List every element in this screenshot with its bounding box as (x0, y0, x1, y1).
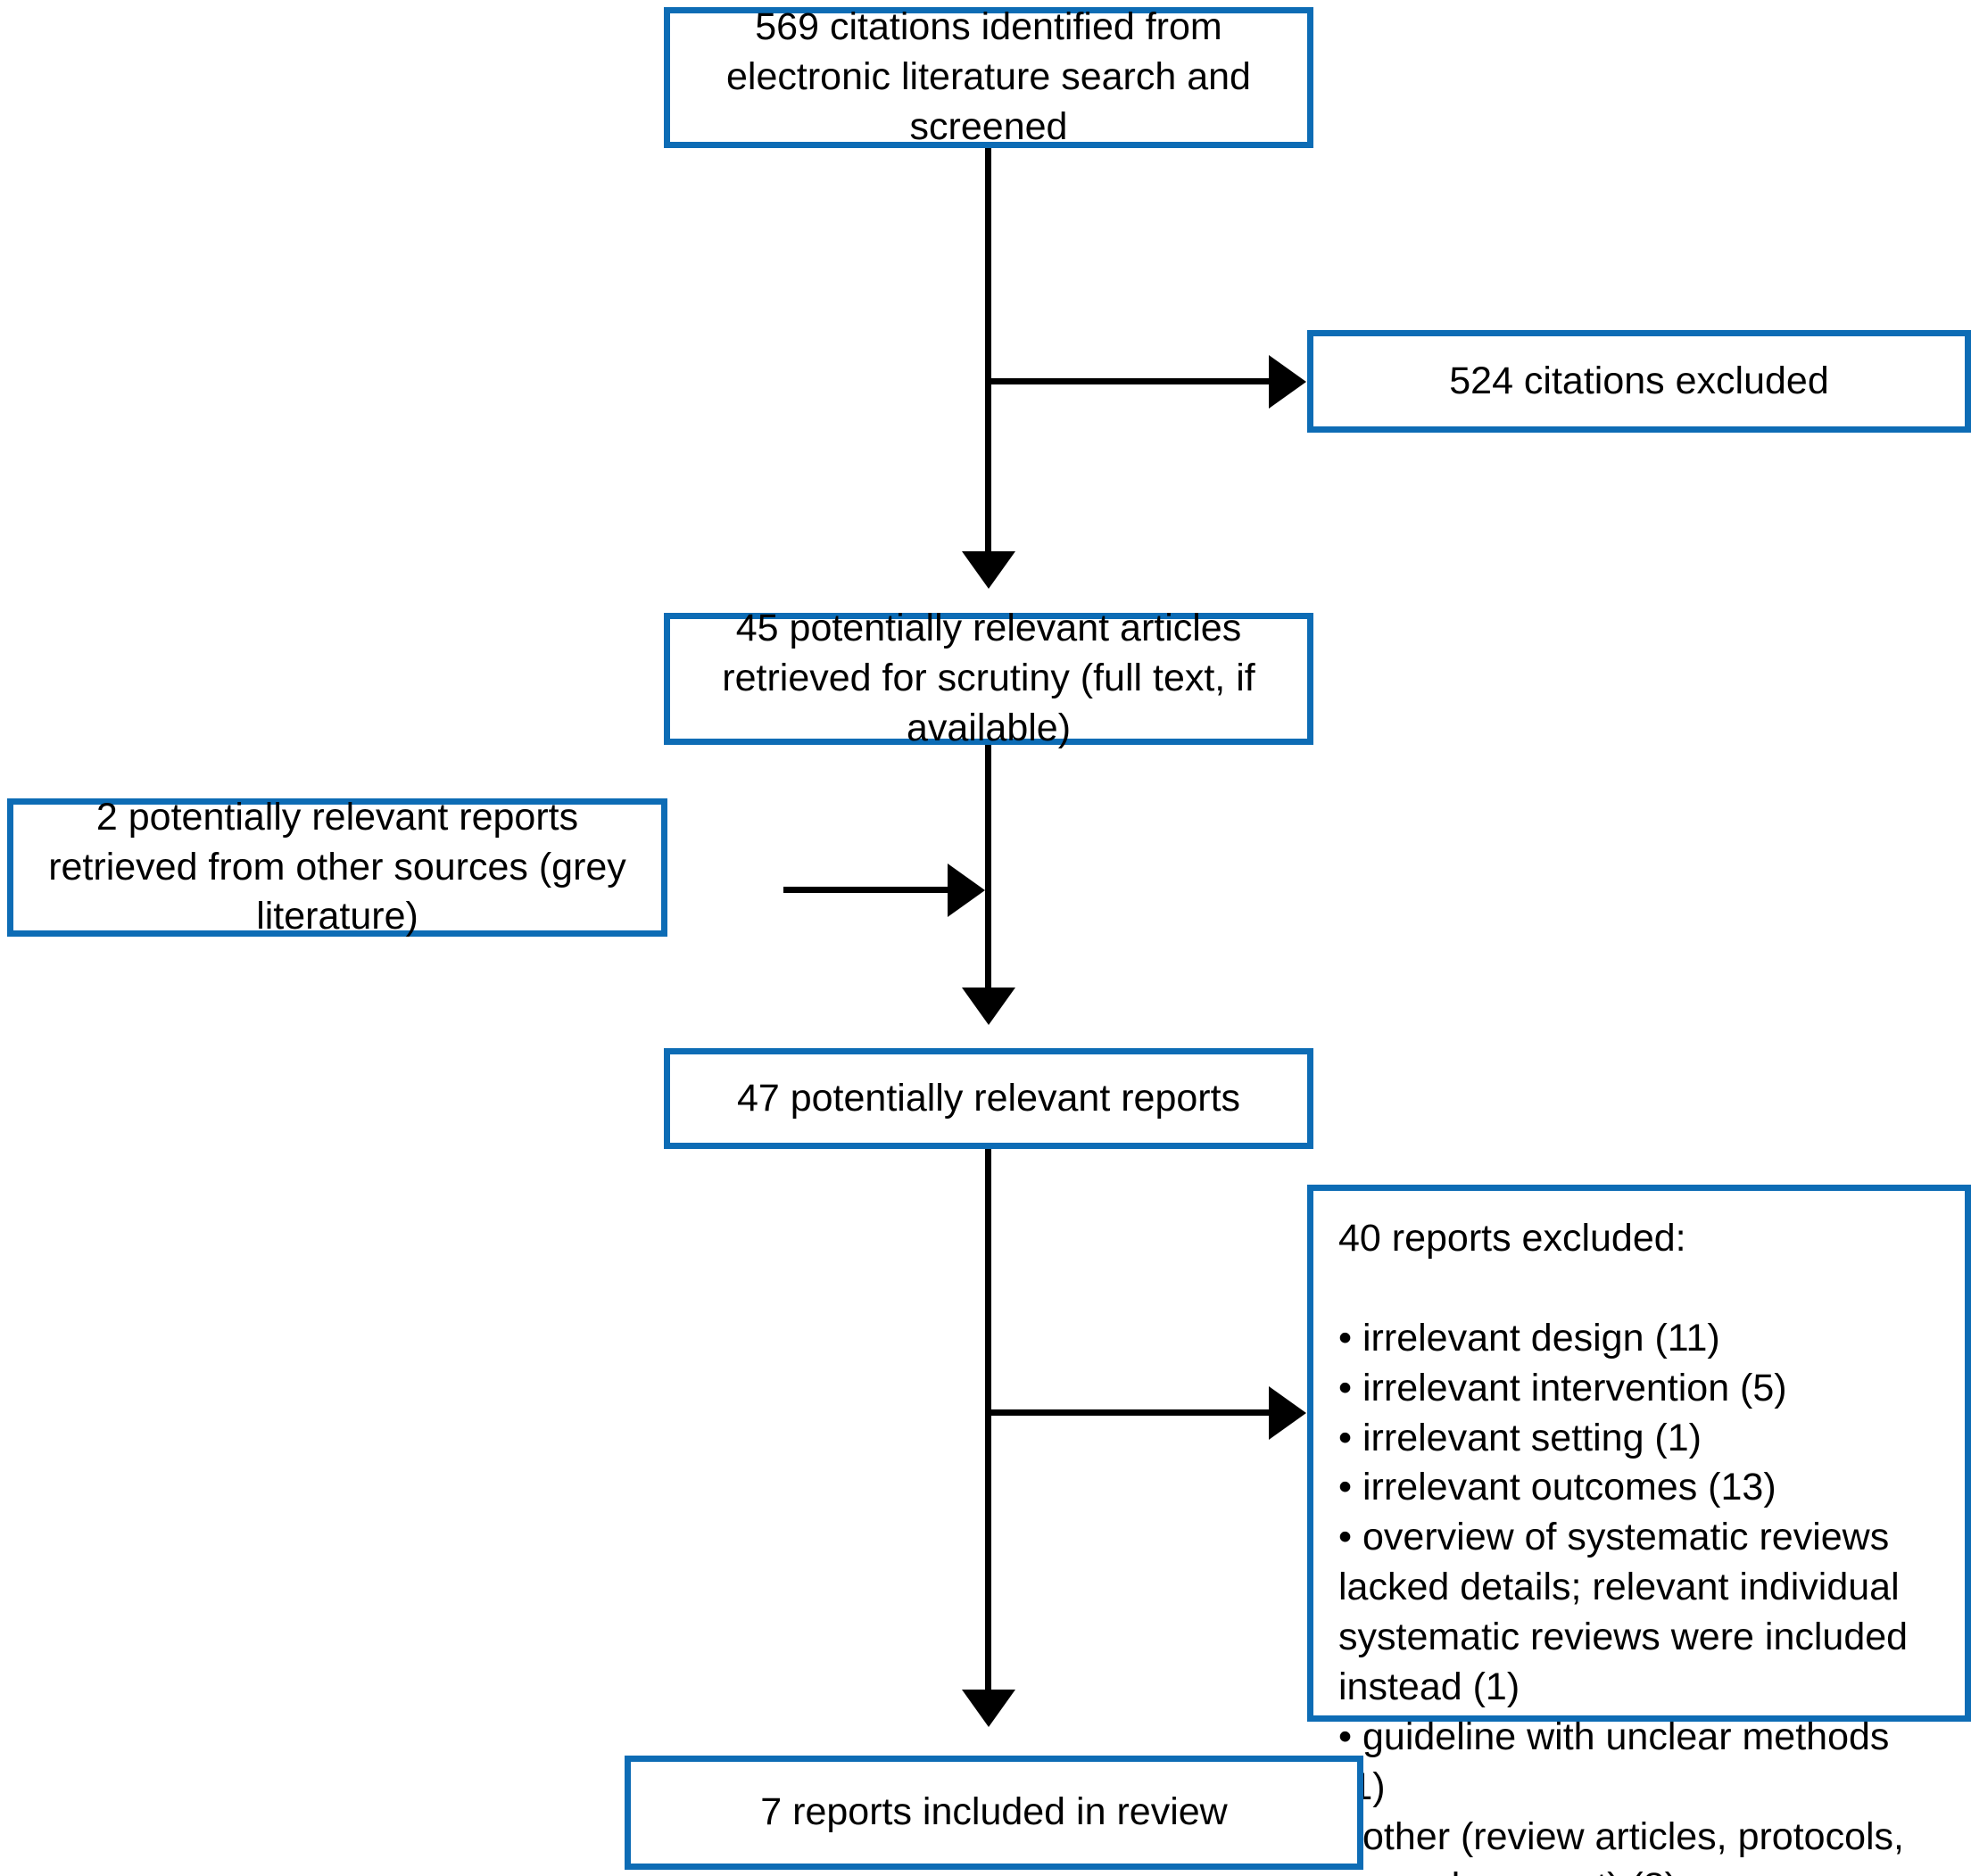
node-relevant-reports-label: 47 potentially relevant reports (736, 1076, 1241, 1120)
connector-retrieved-to-reports-arrowhead (962, 988, 1015, 1025)
connector-retrieved-to-reports-line (985, 745, 991, 991)
node-reports-included-label: 7 reports included in review (760, 1790, 1228, 1834)
connector-identified-to-retrieved-line (985, 148, 991, 555)
connector-reports-to-included-line (985, 1149, 991, 1693)
node-citations-excluded: 524 citations excluded (1307, 330, 1971, 433)
node-grey-literature-reports-label: 2 potentially relevant reports retrieved… (48, 795, 626, 938)
connector-to-excluded-524-line (985, 378, 1272, 384)
node-grey-literature-reports: 2 potentially relevant reports retrieved… (7, 796, 667, 938)
node-citations-excluded-label: 524 citations excluded (1449, 359, 1829, 402)
connector-grey-literature-arrowhead (948, 864, 985, 917)
connector-identified-to-retrieved-arrowhead (962, 551, 1015, 589)
node-articles-retrieved-label: 45 potentially relevant articles retriev… (722, 607, 1255, 749)
node-articles-retrieved: 45 potentially relevant articles retriev… (664, 607, 1313, 749)
connector-to-excluded-40-arrowhead (1269, 1386, 1306, 1440)
node-reports-excluded: 40 reports excluded: • irrelevant design… (1307, 1185, 1971, 1876)
connector-to-excluded-524-arrowhead (1269, 355, 1306, 409)
connector-reports-to-included-arrowhead (962, 1690, 1015, 1727)
node-relevant-reports: 47 potentially relevant reports (664, 1048, 1313, 1149)
node-reports-excluded-label: 40 reports excluded: • irrelevant design… (1338, 1217, 1909, 1876)
connector-grey-literature-line (783, 887, 949, 893)
node-citations-identified: 569 citations identified from electronic… (664, 5, 1313, 148)
connector-to-excluded-40-line (985, 1409, 1272, 1416)
node-citations-identified-label: 569 citations identified from electronic… (726, 5, 1251, 148)
node-reports-included: 7 reports included in review (625, 1756, 1363, 1870)
